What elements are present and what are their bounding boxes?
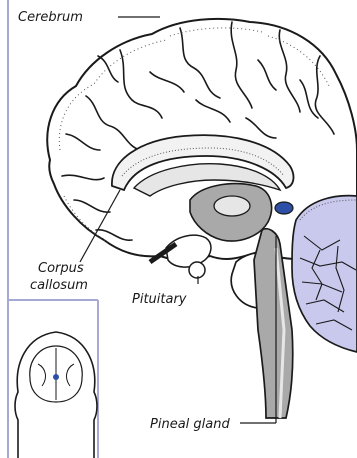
third-ventricle [214,196,250,216]
cerebellum [292,196,357,352]
pituitary-gland [189,262,205,278]
label-pituitary: Pituitary [132,292,187,307]
head-inset [15,332,97,458]
label-corpus-callosum-line1: Corpus [38,261,84,276]
label-corpus-callosum-line2: callosum [30,278,88,293]
label-pineal-gland: Pineal gland [150,417,230,432]
inset-pineal-dot [53,374,59,380]
pineal-gland [275,202,293,214]
label-cerebrum: Cerebrum [18,10,83,25]
